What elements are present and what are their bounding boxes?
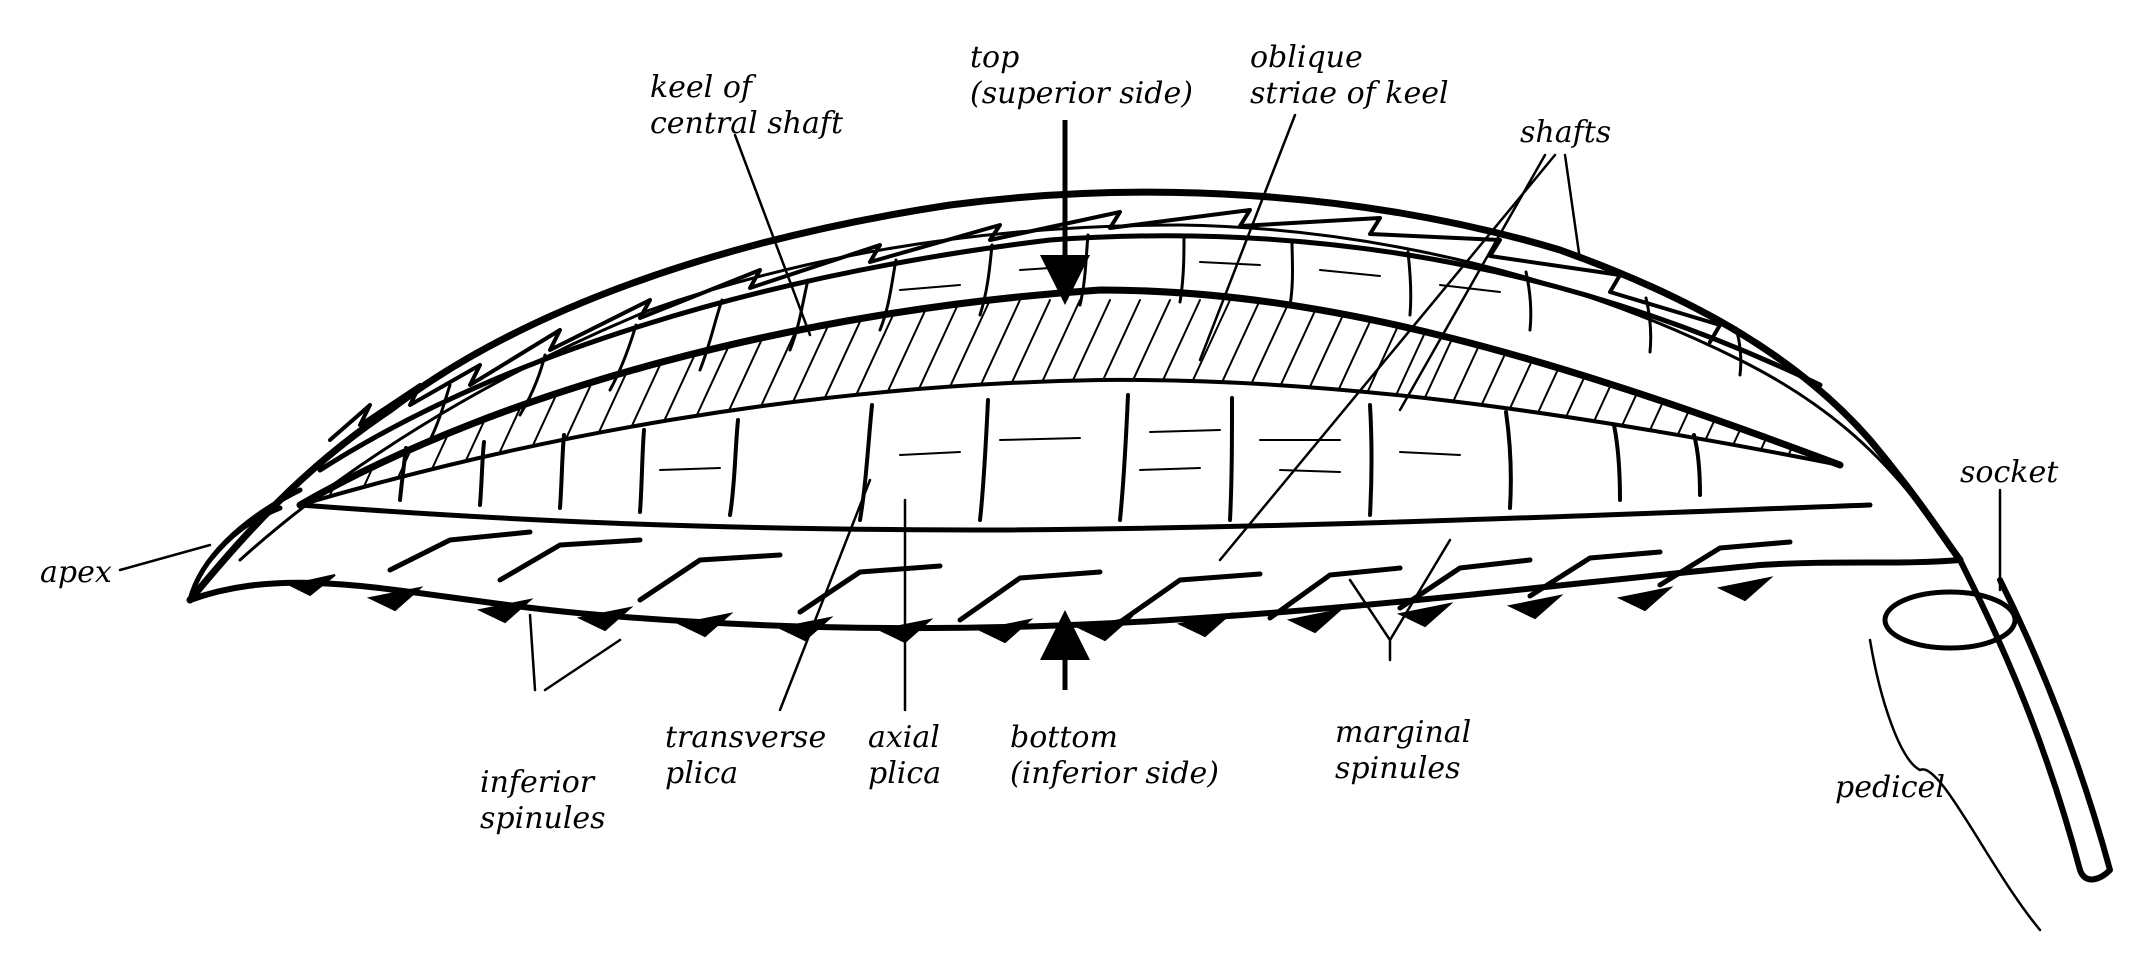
label-shafts: shafts [1520, 115, 1612, 150]
scale-outline [186, 188, 1964, 632]
lower-shaft-field [398, 393, 1702, 522]
label-oblique-striae: oblique striae of keel [1250, 40, 1449, 111]
label-pedicel: pedicel [1835, 770, 1945, 805]
apex-tip [187, 487, 303, 603]
label-inferior-spinules: inferior spinules [480, 765, 606, 836]
upper-margin-serrations [328, 208, 1722, 442]
leader-lines [118, 113, 2042, 932]
label-bottom: bottom (inferior side) [1010, 720, 1220, 791]
label-axial-plica: axial plica [868, 720, 942, 791]
pedicel [1957, 557, 2113, 883]
label-top: top (superior side) [970, 40, 1193, 111]
label-keel-of-central-shaft: keel of central shaft [650, 70, 844, 141]
label-transverse-plica: transverse plica [665, 720, 827, 791]
label-apex: apex [40, 555, 112, 590]
marginal-spinules [387, 529, 1793, 625]
socket [1882, 589, 2018, 651]
label-socket: socket [1960, 455, 2059, 490]
label-marginal-spinules: marginal spinules [1335, 715, 1472, 786]
